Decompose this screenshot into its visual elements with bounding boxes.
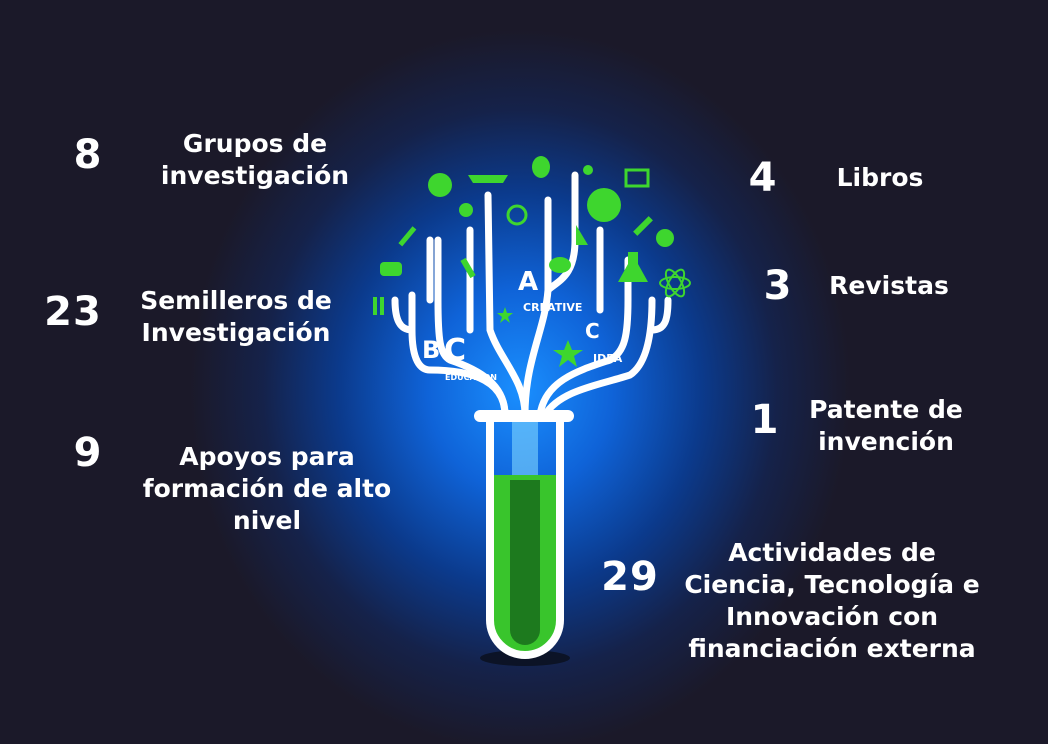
stat-number-actividades: 29 (601, 554, 659, 600)
gear-icon (583, 165, 593, 175)
magnifier-icon (506, 204, 528, 226)
stat-number-grupos: 8 (73, 132, 103, 178)
label-line: invención (818, 427, 954, 456)
chat-icon (380, 262, 402, 276)
label-line: nivel (232, 506, 302, 535)
letter-c: C (585, 319, 600, 343)
label-line: investigación (160, 161, 350, 190)
palette-icon (549, 257, 571, 273)
monitor-icon (624, 168, 650, 188)
stat-label-patente: Patente de invención (809, 394, 963, 458)
stat-label-libros: Libros (837, 162, 924, 194)
label-line: formación de alto (142, 474, 392, 503)
label-line: Ciencia, Tecnología e (684, 570, 980, 599)
label-line: Revistas (829, 271, 949, 300)
glasses-icon (468, 175, 508, 183)
ruler-triangle-icon (576, 225, 588, 245)
bar-icon (373, 297, 377, 315)
label-line: Libros (836, 163, 924, 192)
flask-icon (618, 252, 648, 282)
atom-icon (659, 268, 691, 298)
stat-number-semilleros: 23 (44, 289, 102, 335)
stat-number-patente: 1 (750, 397, 780, 443)
letter-c-big: C (444, 333, 466, 368)
person-icon (656, 229, 674, 247)
person-icon (459, 203, 473, 217)
label-line: Investigación (141, 318, 331, 347)
globe-icon (587, 188, 621, 222)
label-line: Patente de (809, 395, 963, 424)
globe-icon (428, 173, 452, 197)
tree-labels: A CREATIVE B C EDUCATION C IDEA (422, 267, 623, 382)
education-label: EDUCATION (445, 373, 497, 382)
pencil-icon (633, 216, 653, 236)
stat-label-apoyos: Apoyos para formación de alto nivel (143, 441, 392, 537)
idea-label: IDEA (593, 352, 623, 365)
star-icon (497, 307, 513, 323)
label-line: Apoyos para (179, 442, 355, 471)
brush-icon (398, 226, 417, 247)
lightbulb-icon (532, 156, 550, 178)
stat-number-revistas: 3 (763, 263, 793, 309)
stat-label-grupos: Grupos de investigación (161, 128, 349, 192)
stat-number-libros: 4 (748, 155, 778, 201)
star-icon (553, 340, 583, 367)
stat-label-semilleros: Semilleros de Investigación (140, 285, 332, 349)
test-tube (474, 410, 574, 666)
stat-number-apoyos: 9 (73, 430, 103, 476)
label-line: Grupos de (182, 129, 328, 158)
label-line: financiación externa (688, 634, 976, 663)
label-line: Semilleros de (140, 286, 332, 315)
stat-label-actividades: Actividades de Ciencia, Tecnología e Innov… (684, 537, 979, 665)
microscope-icon (460, 257, 476, 279)
label-line: Innovación con (725, 602, 939, 631)
label-line: Actividades de (728, 538, 936, 567)
bar-icon (380, 297, 384, 315)
letter-a: A (518, 267, 538, 297)
letter-b: B (422, 336, 440, 364)
stat-label-revistas: Revistas (829, 270, 949, 302)
tree-branches (391, 171, 672, 419)
science-icons (373, 156, 691, 367)
creative-label: CREATIVE (523, 301, 582, 314)
